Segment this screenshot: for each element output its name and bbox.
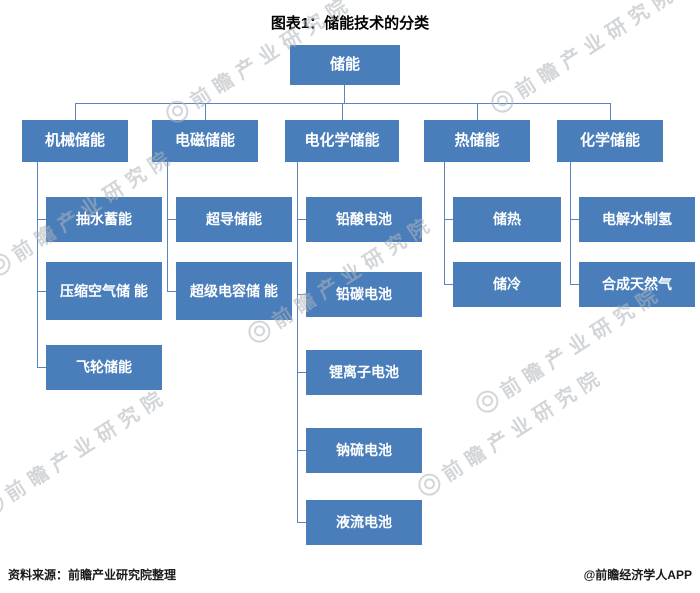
leaf-node-hydrogen-electrolysis: 电解水制氢 xyxy=(579,197,695,242)
category-node-chemical: 化学储能 xyxy=(557,120,663,162)
watermark-logo-icon xyxy=(0,248,15,280)
connector-line xyxy=(477,103,478,120)
leaf-node-superconducting: 超导储能 xyxy=(176,197,292,242)
category-node-electromagnetic: 电磁储能 xyxy=(152,120,258,162)
connector-line xyxy=(344,85,345,103)
leaf-node-flow-battery: 液流电池 xyxy=(306,500,422,545)
connector-line xyxy=(297,219,306,220)
leaf-node-synthetic-gas: 合成天然气 xyxy=(579,262,695,307)
watermark-logo-icon xyxy=(471,385,503,417)
connector-line xyxy=(37,162,38,367)
connector-line xyxy=(444,162,445,284)
connector-line xyxy=(167,291,176,292)
leaf-node-heat-storage: 储热 xyxy=(453,197,561,242)
category-node-mechanical: 机械储能 xyxy=(22,120,128,162)
page-title: 图表1：储能技术的分类 xyxy=(270,15,430,32)
connector-line xyxy=(297,450,306,451)
category-node-thermal: 热储能 xyxy=(424,120,530,162)
connector-line xyxy=(297,522,306,523)
watermark-text: 前瞻产业研究院 xyxy=(1,384,173,507)
connector-line xyxy=(610,103,611,120)
connector-line xyxy=(167,162,168,291)
connector-line xyxy=(37,367,46,368)
watermark-logo-icon xyxy=(0,488,8,520)
connector-line xyxy=(205,103,206,120)
connector-line xyxy=(570,219,579,220)
connector-line xyxy=(75,103,76,120)
connector-line xyxy=(37,219,46,220)
connector-line xyxy=(444,219,453,220)
watermark-text: 前瞻产业研究院 xyxy=(438,364,610,487)
category-node-electrochemical: 电化学储能 xyxy=(285,120,399,162)
watermark: 前瞻产业研究院 xyxy=(0,380,173,523)
leaf-node-lead-acid: 铅酸电池 xyxy=(306,197,422,242)
connector-line xyxy=(297,162,298,522)
leaf-node-flywheel: 飞轮储能 xyxy=(46,345,162,390)
leaf-node-pumped-hydro: 抽水蓄能 xyxy=(46,197,162,242)
connector-line xyxy=(342,103,343,120)
connector-line xyxy=(570,284,579,285)
connector-line xyxy=(444,284,453,285)
leaf-node-lithium-ion: 锂离子电池 xyxy=(306,350,422,395)
watermark-logo-icon xyxy=(243,315,275,347)
connector-line xyxy=(297,372,306,373)
watermark-logo-icon xyxy=(486,85,518,117)
connector-line xyxy=(297,294,306,295)
watermark: 前瞻产业研究院 xyxy=(412,360,610,503)
connector-line xyxy=(167,219,176,220)
leaf-node-compressed-air: 压缩空气储 能 xyxy=(46,262,162,320)
connector-line xyxy=(37,291,46,292)
credit-note: @前瞻经济学人APP xyxy=(583,568,692,582)
watermark-logo-icon xyxy=(413,468,445,500)
root-node: 储能 xyxy=(290,45,400,85)
leaf-node-sodium-sulfur: 钠硫电池 xyxy=(306,428,422,473)
connector-line xyxy=(75,103,611,104)
connector-line xyxy=(570,162,571,284)
leaf-node-supercapacitor: 超级电容储 能 xyxy=(176,262,292,320)
leaf-node-cold-storage: 储冷 xyxy=(453,262,561,307)
leaf-node-lead-carbon: 铅碳电池 xyxy=(306,272,422,317)
source-note: 资料来源：前瞻产业研究院整理 xyxy=(8,568,177,582)
